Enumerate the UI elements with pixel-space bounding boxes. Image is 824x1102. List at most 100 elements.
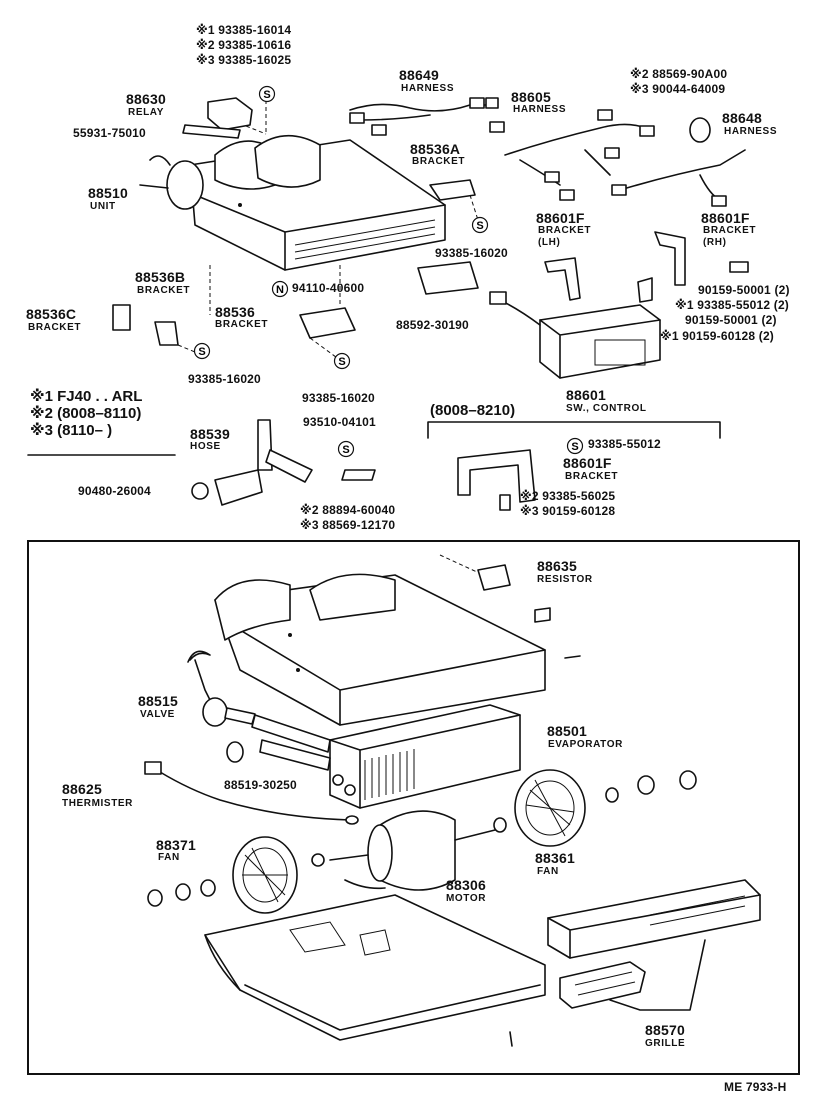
screw-symbol: S (471, 216, 489, 238)
motor-label: MOTOR (446, 893, 487, 904)
control-switch-drawing (489, 291, 661, 379)
hose-note-1: ※2 88894-60040 (300, 503, 396, 517)
nut-symbol: N (271, 280, 289, 302)
screw-symbol: S (566, 437, 584, 459)
range-bracket-line (427, 421, 721, 439)
bracket-f-note-2: ※3 90159-60128 (520, 504, 616, 518)
fitting-88519-drawing (226, 741, 244, 763)
fan-left-label: FAN (158, 852, 180, 863)
grommet-part-number: 90480-26004 (78, 484, 151, 498)
screw-93385-16020-a: 93385-16020 (435, 246, 508, 260)
screw-symbol: S (333, 352, 351, 374)
grille-drawing (547, 879, 761, 1011)
unit-label: UNIT (90, 201, 116, 212)
harness-c-label: HARNESS (724, 126, 778, 137)
svg-text:S: S (342, 444, 349, 456)
evaporator-drawing (251, 704, 521, 809)
part-93510-04101: 93510-04101 (303, 415, 376, 429)
harness-c-note-1: ※2 88569-90A00 (630, 67, 728, 81)
valve-part-number: 88515 (138, 693, 178, 709)
heater-unit-drawing (139, 134, 446, 271)
bracket-a-part-number: 88536A (410, 141, 461, 157)
screw-symbol: S (258, 85, 276, 107)
bracket-88536-drawing (299, 307, 356, 339)
hose-label: HOSE (190, 441, 221, 452)
relay-drawing (207, 97, 267, 135)
svg-text:S: S (338, 356, 345, 368)
bolt-list-1: 90159-50001 (2) (698, 283, 790, 297)
bracket-f-note-1: ※2 93385-56025 (520, 489, 616, 503)
bracket-88601f-drawing (457, 449, 536, 503)
unit-part-number: 88510 (88, 185, 128, 201)
thermister-label: THERMISTER (62, 798, 133, 809)
screw-symbol: S (193, 342, 211, 364)
motor-part-number: 88306 (446, 877, 486, 893)
evaporator-part-number: 88501 (547, 723, 587, 739)
resistor-label: RESISTOR (537, 574, 593, 585)
bracket-lh-label: BRACKET (538, 225, 592, 236)
valve-label: VALVE (140, 709, 175, 720)
bracket-main-part-number: 88536 (215, 304, 255, 320)
control-part-number: 88601 (566, 387, 606, 403)
fitting-88519-30250: 88519-30250 (224, 778, 297, 792)
bracket-a-label: BRACKET (412, 156, 466, 167)
harness-a-label: HARNESS (401, 83, 455, 94)
fan-left-part-number: 88371 (156, 837, 196, 853)
screw-symbol: S (337, 440, 355, 462)
bolt-list-4: ※1 90159-60128 (2) (660, 329, 775, 343)
hose-part-number: 88539 (190, 426, 230, 442)
harness-88605-drawing (489, 109, 655, 201)
harness-c-note-2: ※3 90044-64009 (630, 82, 726, 96)
bolt-list-2: ※1 93385-55012 (2) (675, 298, 790, 312)
bracket-88536b-drawing (154, 321, 179, 346)
bracket-b-label: BRACKET (137, 285, 191, 296)
fan-left-drawing (232, 836, 298, 914)
bracket-lh-side: (LH) (538, 237, 561, 248)
exploded-view-frame (27, 540, 800, 1075)
harness-c-part-number: 88648 (722, 110, 762, 126)
strap-drawing (182, 124, 241, 139)
screw-93385-16020-c: 93385-16020 (302, 391, 375, 405)
range-label: (8008–8210) (430, 402, 516, 419)
pad-part-number: 88592-30190 (396, 318, 469, 332)
screw-note-3: ※3 93385-16025 (196, 53, 292, 67)
legend-2: ※2 (8008–8110) (30, 405, 142, 422)
strap-part-number: 55931-75010 (73, 126, 146, 140)
bolt-list-3: 90159-50001 (2) (685, 313, 777, 327)
bracket-88536a-drawing (429, 179, 476, 201)
harness-b-part-number: 88605 (511, 89, 551, 105)
control-label: SW., CONTROL (566, 403, 647, 414)
svg-text:S: S (476, 220, 483, 232)
thermister-drawing (144, 761, 359, 825)
svg-text:S: S (263, 89, 270, 101)
svg-text:S: S (198, 346, 205, 358)
hose-note-2: ※3 88569-12170 (300, 518, 396, 532)
evaporator-label: EVAPORATOR (548, 739, 623, 750)
relay-label: RELAY (128, 107, 164, 118)
hose-drawing (191, 419, 313, 506)
bracket-rh-part-number: 88601F (701, 210, 750, 226)
bracket-rh-drawing (654, 231, 686, 286)
bracket-c-part-number: 88536C (26, 306, 77, 322)
cover-drawing (214, 573, 546, 726)
pad-drawing (417, 261, 479, 295)
screw-93385-55012: 93385-55012 (588, 437, 661, 451)
resistor-part-number: 88635 (537, 558, 577, 574)
bracket-rh-side: (RH) (703, 237, 727, 248)
svg-text:N: N (276, 284, 284, 296)
grille-label: GRILLE (645, 1038, 686, 1049)
bracket-rh-label: BRACKET (703, 225, 757, 236)
harness-88648-drawing (611, 117, 746, 207)
bracket-lh-part-number: 88601F (536, 210, 585, 226)
grille-part-number: 88570 (645, 1022, 685, 1038)
harness-a-part-number: 88649 (399, 67, 439, 83)
thermister-part-number: 88625 (62, 781, 102, 797)
resistor-drawing (477, 564, 511, 591)
bracket-c-label: BRACKET (28, 322, 82, 333)
screw-note-1: ※1 93385-16014 (196, 23, 292, 37)
legend-3: ※3 (8110– ) (30, 422, 113, 439)
legend-1: ※1 FJ40 . . ARL (30, 388, 143, 405)
bracket-f-label: BRACKET (565, 471, 619, 482)
harness-b-label: HARNESS (513, 104, 567, 115)
